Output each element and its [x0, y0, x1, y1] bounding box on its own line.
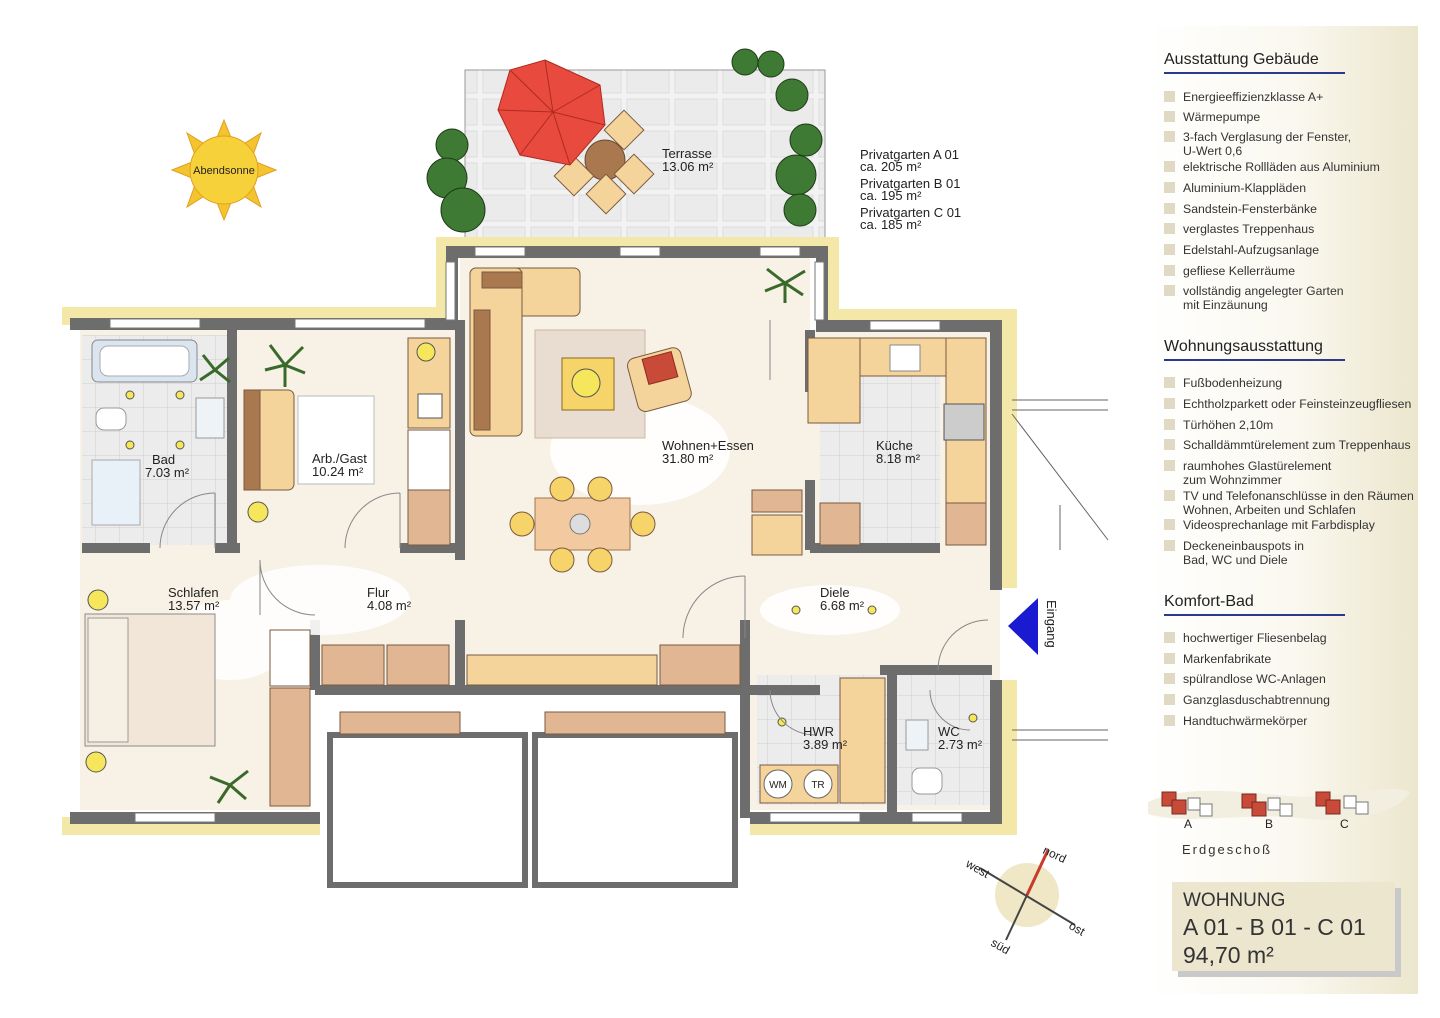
room-name-study: Arb./Gast — [312, 451, 367, 466]
outer-walls — [62, 237, 1017, 835]
feature-item: vollständig angelegter Garten mit Einzäu… — [1164, 284, 1414, 312]
room-name-living: Wohnen+Essen — [662, 438, 754, 453]
compass-north: nord — [1041, 843, 1069, 866]
room-area-kitchen: 8.18 m² — [876, 451, 921, 466]
garden-a-name: Privatgarten A 01 — [860, 147, 959, 162]
room-name-utility: HWR — [803, 724, 834, 739]
site-map: A B C — [1148, 788, 1410, 831]
feature-item: raumhohes Glastürelement zum Wohnzimmer — [1164, 459, 1414, 487]
feature-item: Schalldämmtürelement zum Treppenhaus — [1164, 438, 1414, 452]
ceiling-spots — [125, 390, 978, 727]
lamps — [85, 342, 601, 773]
site-label-a: A — [1184, 817, 1192, 831]
feature-item: Edelstahl-Aufzugsanlage — [1164, 243, 1414, 257]
room-area-study: 10.24 m² — [312, 464, 364, 479]
room-name-terrace: Terrasse — [662, 146, 712, 161]
room-area-hall: 4.08 m² — [367, 598, 412, 613]
floor-label: Erdgeschoß — [1182, 842, 1273, 857]
sun-icon: Abendsonne — [170, 118, 278, 222]
furniture — [84, 109, 987, 807]
unit-ids: A 01 - B 01 - C 01 — [1183, 914, 1366, 940]
site-label-c: C — [1340, 817, 1349, 831]
feature-item: Sandstein-Fensterbänke — [1164, 202, 1414, 216]
compass-west: west — [963, 856, 993, 881]
room-name-kitchen: Küche — [876, 438, 913, 453]
trees — [426, 48, 823, 233]
room-name-wc: WC — [938, 724, 960, 739]
room-name-bedroom: Schlafen — [168, 585, 219, 600]
entrance-label: Eingang — [1044, 600, 1059, 648]
section-title-bath: Komfort-Bad — [1164, 593, 1254, 610]
feature-item: verglastes Treppenhaus — [1164, 222, 1414, 236]
features-panel: Ausstattung Gebäude Energieeffizienzklas… — [1148, 26, 1418, 994]
feature-item: Türhöhen 2,10m — [1164, 418, 1414, 432]
parasol — [497, 59, 606, 166]
feature-item: gefliese Kellerräume — [1164, 264, 1414, 278]
feature-item: Wärmepumpe — [1164, 110, 1414, 124]
feature-item: Deckeneinbauspots in Bad, WC und Diele — [1164, 539, 1414, 567]
feature-item: hochwertiger Fliesenbelag — [1164, 631, 1414, 645]
feature-item: elektrische Rollläden aus Aluminium — [1164, 160, 1414, 174]
room-area-bedroom: 13.57 m² — [168, 598, 220, 613]
sun-label: Abendsonne — [193, 165, 255, 177]
room-area-utility: 3.89 m² — [803, 737, 848, 752]
entrance-arrow — [1008, 598, 1038, 655]
room-labels: Terrasse 13.06 m² Bad 7.03 m² Arb./Gast … — [145, 146, 983, 752]
section-rule — [1164, 614, 1345, 616]
garden-c-name: Privatgarten C 01 — [860, 205, 961, 220]
room-area-bath: 7.03 m² — [145, 465, 190, 480]
feature-item: 3-fach Verglasung der Fenster, U-Wert 0,… — [1164, 130, 1414, 158]
feature-item: Markenfabrikate — [1164, 652, 1414, 666]
feature-item: Handtuchwärmekörper — [1164, 714, 1414, 728]
room-name-bath: Bad — [152, 452, 175, 467]
room-area-living: 31.80 m² — [662, 451, 714, 466]
doors — [159, 320, 989, 736]
washing-machine-label: WM — [769, 780, 787, 791]
garden-b-name: Privatgarten B 01 — [860, 176, 960, 191]
feature-item: Fußbodenheizung — [1164, 376, 1414, 390]
compass-south: süd — [989, 935, 1013, 957]
feature-item: Echtholzparkett oder Feinsteinzeugfliese… — [1164, 397, 1414, 411]
section-rule — [1164, 72, 1345, 74]
plants — [199, 267, 806, 804]
room-area-foyer: 6.68 m² — [820, 598, 865, 613]
dryer-label: TR — [811, 780, 824, 791]
feature-item: Energieeffizienzklasse A+ — [1164, 90, 1414, 104]
garden-b-area: ca. 195 m² — [860, 188, 922, 203]
room-name-foyer: Diele — [820, 585, 850, 600]
feature-item: spülrandlose WC-Anlagen — [1164, 672, 1414, 686]
stair-access — [1011, 399, 1109, 741]
room-area-wc: 2.73 m² — [938, 737, 983, 752]
windows — [109, 246, 963, 823]
garden-a-area: ca. 205 m² — [860, 159, 922, 174]
floor-plan: Eingang Abendsonne Terrasse 13.06 m² Bad… — [62, 48, 1109, 957]
room-area-terrace: 13.06 m² — [662, 159, 714, 174]
section-rule — [1164, 359, 1345, 361]
unit-title: WOHNUNG — [1183, 890, 1286, 911]
garden-list: Privatgarten A 01 ca. 205 m² Privatgarte… — [860, 147, 961, 232]
garden-c-area: ca. 185 m² — [860, 217, 922, 232]
section-title-apartment: Wohnungsausstattung — [1164, 338, 1323, 355]
unit-area: 94,70 m² — [1183, 942, 1274, 968]
feature-item: Videosprechanlage mit Farbdisplay — [1164, 518, 1414, 532]
feature-item: TV und Telefonanschlüsse in den Räumen W… — [1164, 489, 1414, 517]
room-name-hall: Flur — [367, 585, 390, 600]
feature-item: Aluminium-Klappläden — [1164, 181, 1414, 195]
feature-item: Ganzglasduschabtrennung — [1164, 693, 1414, 707]
unit-summary: WOHNUNG A 01 - B 01 - C 01 94,70 m² — [1172, 882, 1395, 971]
compass-icon: nord west ost süd — [963, 843, 1088, 957]
section-title-building: Ausstattung Gebäude — [1164, 51, 1319, 68]
site-label-b: B — [1265, 817, 1273, 831]
